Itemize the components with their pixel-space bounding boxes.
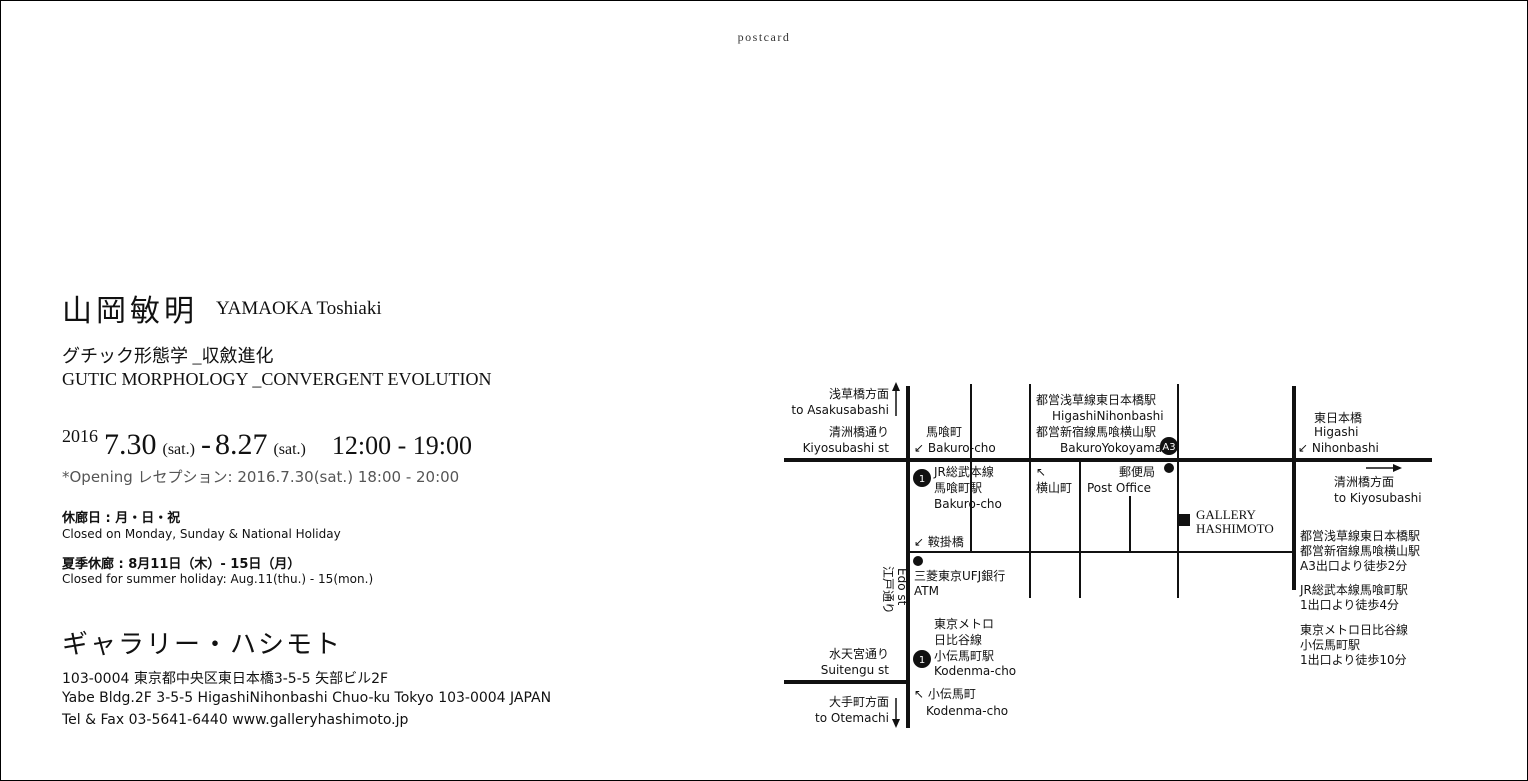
opening-hours: 12:00 - 19:00 [331, 431, 472, 460]
label-metro-3: 小伝馬町駅 [934, 649, 994, 663]
closed-days-ja: 休廊日 : 月・日・祝 [62, 511, 181, 526]
start-day: (sat.) [162, 441, 195, 458]
label-yokoyama-ja: 横山町 [1036, 481, 1072, 495]
jr-exit-badge [913, 469, 931, 487]
label-metro-1: 東京メトロ [934, 617, 994, 631]
label-kodenma-ja: ↖ 小伝馬町 [914, 687, 976, 701]
label-asakusabashi-en: to Asakusabashi [791, 403, 889, 417]
access-note-2: 都営新宿線馬喰横山駅 [1300, 543, 1420, 558]
gallery-name: ギャラリー・ハシモト [62, 630, 343, 659]
label-bank-en: ATM [914, 584, 939, 598]
label-kiyosubashi-st-ja: 清洲橋通り [829, 425, 889, 439]
label-nihonbashi-en: ↙ Nihonbashi [1298, 441, 1379, 455]
label-higashi-ja: 東日本橋 [1314, 411, 1362, 425]
label-edo-st-en: Edo st [895, 568, 909, 606]
label-jr-station-ja: 馬喰町駅 [934, 480, 982, 495]
label-yokoyama-arrow: ↖ [1036, 465, 1046, 479]
label-bank-ja: 三菱東京UFJ銀行 [914, 569, 1005, 583]
post-office-dot [1164, 463, 1174, 473]
summer-holiday-en: Closed for summer holiday: Aug.11(thu.) … [62, 572, 374, 586]
label-metro-exit: 1 [919, 655, 925, 666]
access-note-8: 1出口より徒歩10分 [1300, 652, 1407, 667]
label-higashi-en: Higashi [1314, 425, 1359, 439]
label-bakurocho-en: ↙ Bakuro-cho [914, 441, 996, 455]
label-jr-line: JR総武本線 [933, 464, 994, 479]
label-jr-exit: 1 [919, 474, 925, 485]
summer-holiday-ja: 夏季休廊 : 8月11日（木）- 15日（月） [62, 557, 301, 572]
postcard-label: postcard [737, 30, 791, 44]
label-edo-st-ja: 江戸通り [881, 566, 895, 614]
label-toei-line-2: HigashiNihonbashi [1052, 409, 1164, 423]
end-date: 8.27 [214, 428, 268, 461]
closed-days-en: Closed on Monday, Sunday & National Holi… [62, 527, 341, 541]
access-note-3: A3出口より徒歩2分 [1300, 558, 1407, 573]
access-note-1: 都営浅草線東日本橋駅 [1300, 528, 1420, 543]
label-jr-station-en: Bakuro-cho [934, 497, 1002, 511]
map-roads [784, 384, 1432, 728]
label-toei-line-1: 都営浅草線東日本橋駅 [1036, 392, 1156, 407]
label-suitengu-en: Suitengu st [821, 663, 890, 677]
access-map: 浅草橋方面 to Asakusabashi 清洲橋通り Kiyosubashi … [784, 382, 1432, 728]
access-note-6: 東京メトロ日比谷線 [1300, 622, 1408, 637]
label-metro-4: Kodenma-cho [934, 664, 1016, 678]
address-en: Yabe Bldg.2F 3-5-5 HigashiNihonbashi Chu… [62, 690, 552, 706]
label-to-kiyosubashi-en: to Kiyosubashi [1334, 491, 1422, 505]
label-kuragake: ↙ 鞍掛橋 [914, 534, 964, 549]
start-date: 7.30 [104, 428, 157, 461]
label-asakusabashi-ja: 浅草橋方面 [829, 386, 889, 401]
label-gallery-2: HASHIMOTO [1196, 521, 1274, 536]
access-note-4: JR総武本線馬喰町駅 [1299, 582, 1408, 597]
exhibition-title-ja: グチック形態学 _収斂進化 [62, 346, 274, 366]
address-ja: 103-0004 東京都中央区東日本橋3-5-5 矢部ビル2F [62, 671, 389, 687]
label-metro-2: 日比谷線 [934, 632, 982, 647]
exit-a3-badge [1160, 437, 1178, 455]
atm-dot [913, 556, 923, 566]
contact-info: Tel & Fax 03-5641-6440 www.galleryhashim… [62, 712, 409, 728]
label-toei-line-4: BakuroYokoyama [1060, 441, 1162, 455]
gallery-marker [1178, 514, 1190, 526]
artist-name-ja: 山岡敏明 [62, 295, 198, 328]
label-gallery-1: GALLERY [1196, 507, 1257, 522]
end-day: (sat.) [273, 441, 306, 458]
label-suitengu-ja: 水天宮通り [829, 646, 889, 661]
access-note-5: 1出口より徒歩4分 [1300, 597, 1399, 612]
metro-exit-badge [913, 650, 931, 668]
label-exit-a3: A3 [1162, 442, 1175, 453]
label-otemachi-en: to Otemachi [815, 711, 889, 725]
label-to-kiyosubashi-ja: 清洲橋方面 [1334, 474, 1394, 489]
label-kiyosubashi-st-en: Kiyosubashi st [803, 441, 890, 455]
year: 2016 [62, 426, 98, 446]
artist-name-en: YAMAOKA Toshiaki [216, 298, 382, 319]
label-otemachi-ja: 大手町方面 [829, 694, 889, 709]
exhibition-title-en: GUTIC MORPHOLOGY _CONVERGENT EVOLUTION [62, 369, 492, 389]
access-note-7: 小伝馬町駅 [1300, 638, 1360, 652]
label-post-office-ja: 郵便局 [1119, 465, 1155, 479]
opening-reception: *Opening レセプション: 2016.7.30(sat.) 18:00 -… [62, 468, 460, 486]
date-dash: - [200, 428, 211, 461]
label-toei-line-3: 都営新宿線馬喰横山駅 [1036, 424, 1156, 439]
label-post-office-en: Post Office [1087, 481, 1151, 495]
label-kodenma-en: Kodenma-cho [926, 704, 1008, 718]
label-bakurocho-ja: 馬喰町 [926, 424, 962, 439]
